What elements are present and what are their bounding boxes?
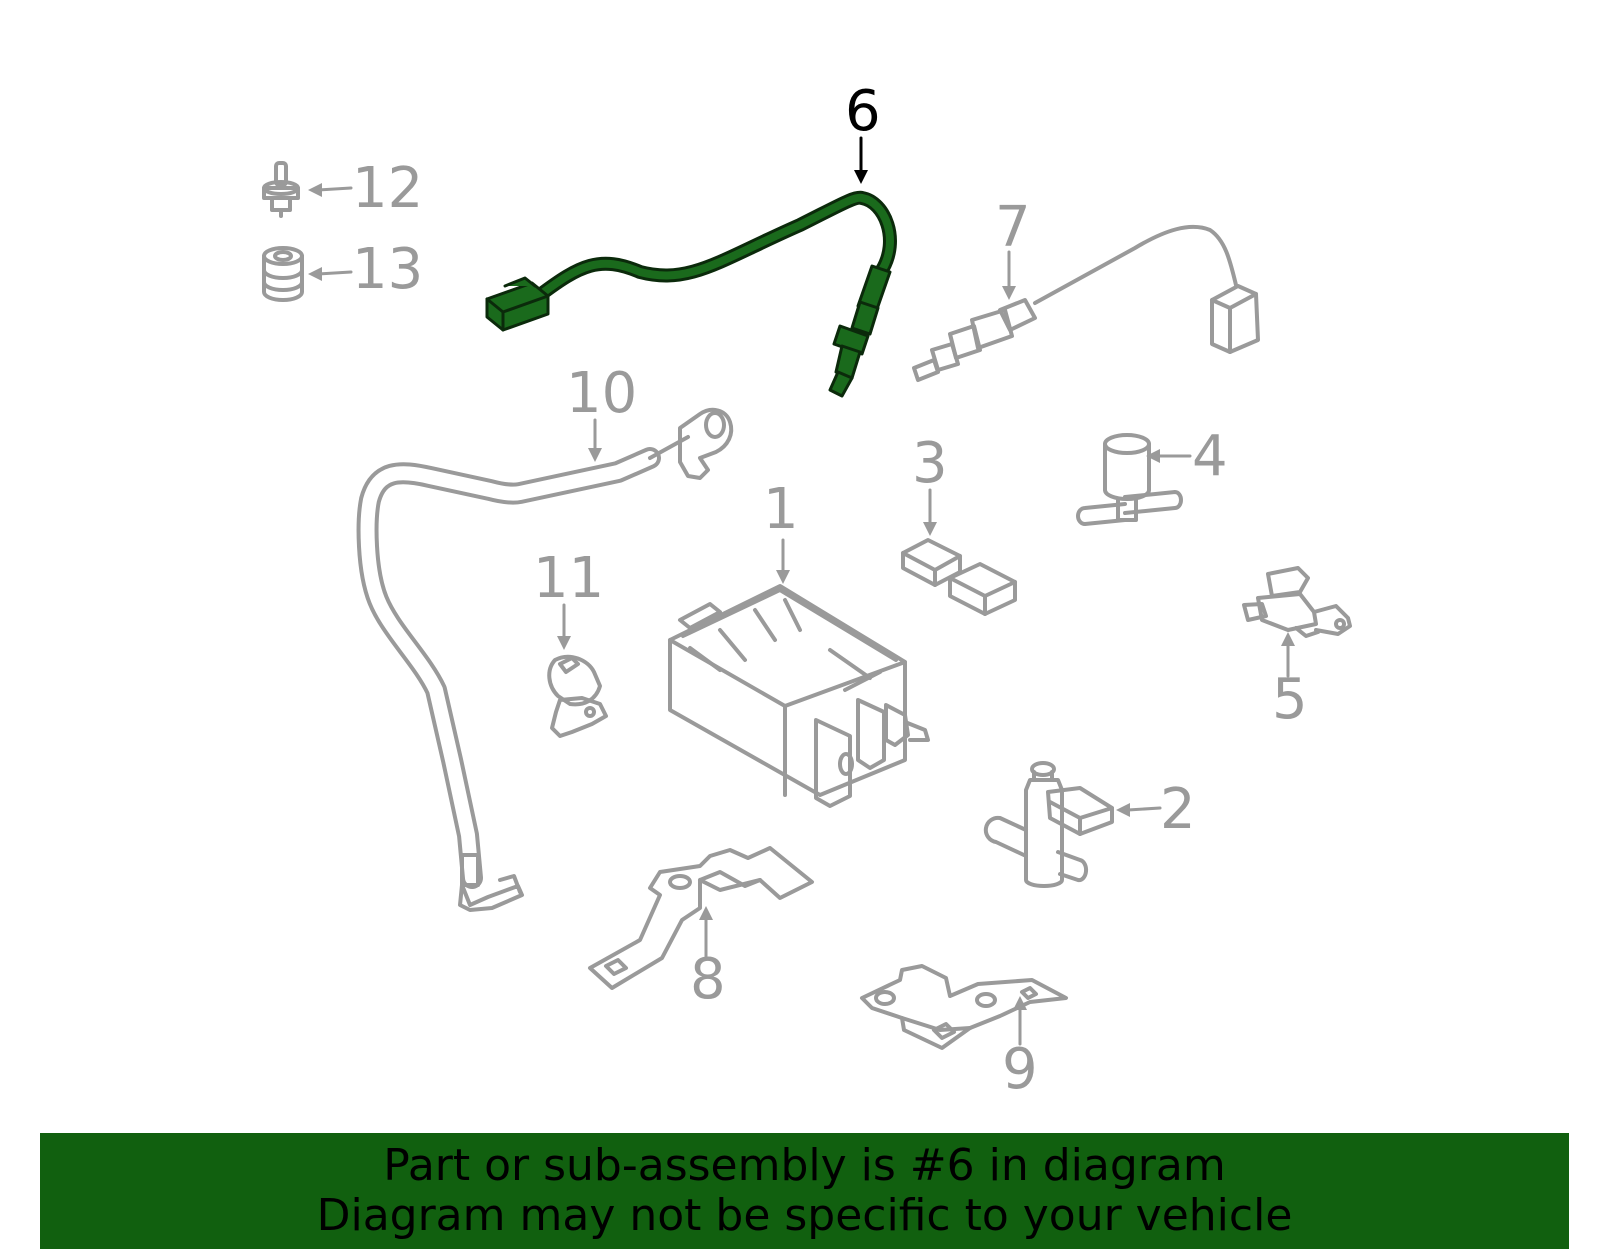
part-7-oxygen-sensor — [912, 224, 1260, 382]
callout-9[interactable]: 9 — [1002, 1037, 1038, 1102]
part-2-purge-valve — [983, 761, 1114, 888]
part-9-bracket — [860, 964, 1068, 1050]
part-10-sensor-cable — [356, 407, 734, 912]
callout-3[interactable]: 3 — [912, 431, 948, 496]
callout-11[interactable]: 11 — [533, 546, 604, 611]
part-5-valve — [1242, 566, 1352, 638]
part-11-sensor — [547, 654, 608, 738]
callout-1[interactable]: 1 — [763, 477, 799, 542]
callout-6[interactable]: 6 — [845, 79, 881, 144]
parts-diagram: 12 13 6 7 10 3 4 1 11 5 2 8 9 — [262, 79, 1352, 1102]
callout-5[interactable]: 5 — [1272, 667, 1308, 732]
part-1-canister — [668, 584, 930, 808]
callout-12[interactable]: 12 — [352, 156, 423, 221]
callout-labels: 12 13 6 7 10 3 4 1 11 5 2 8 9 — [352, 79, 1308, 1102]
part-4-valve — [1076, 433, 1183, 526]
callout-10[interactable]: 10 — [566, 361, 637, 426]
callout-7[interactable]: 7 — [995, 195, 1031, 260]
banner-part-info: Part or sub-assembly is #6 in diagram — [383, 1140, 1226, 1191]
callout-2[interactable]: 2 — [1160, 777, 1196, 842]
part-8-bracket — [588, 846, 814, 990]
part-13-grommet — [262, 246, 304, 302]
callout-13[interactable]: 13 — [352, 237, 423, 302]
part-3-connector — [901, 538, 1017, 616]
callout-8[interactable]: 8 — [690, 947, 726, 1012]
part-12-bolt — [262, 161, 300, 218]
part-6-oxygen-sensor — [485, 190, 897, 398]
leader-arrows — [308, 136, 1295, 1046]
info-banner: Part or sub-assembly is #6 in diagram Di… — [40, 1133, 1569, 1249]
callout-4[interactable]: 4 — [1192, 424, 1228, 489]
banner-disclaimer: Diagram may not be specific to your vehi… — [316, 1190, 1293, 1241]
